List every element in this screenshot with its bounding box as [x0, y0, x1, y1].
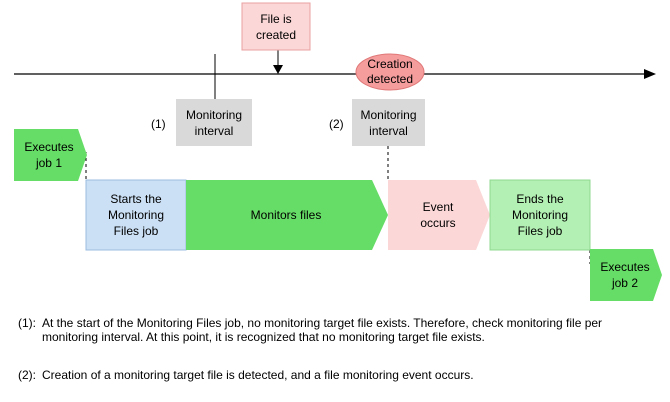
starts-job-label: Starts the Monitoring Files job [107, 192, 165, 238]
interval-1-tag: (1) [151, 117, 166, 131]
note-2-tag: (2): [18, 368, 36, 382]
event-occurs-shape [388, 180, 490, 250]
interval-2-label: Monitoring interval [360, 107, 417, 138]
creation-detected-label: Creation detected [366, 57, 414, 86]
file-created-arrowhead [273, 65, 283, 74]
event-occurs-label: Event occurs [420, 200, 456, 230]
executes-job1-label: Executes job 1 [24, 140, 74, 170]
note-1: (1): At the start of the Monitoring File… [18, 316, 658, 344]
file-created-box [241, 2, 311, 51]
note-1-tag: (1): [18, 316, 36, 330]
interval-1-label: Monitoring interval [185, 107, 243, 138]
file-created-label: File is created [255, 11, 297, 42]
interval-2-box [352, 99, 425, 146]
ends-job-box [489, 179, 591, 251]
interval-1-box [176, 99, 252, 146]
executes-job2-shape [590, 249, 662, 301]
monitors-files-label: Monitors files [250, 208, 322, 222]
note-1-text: At the start of the Monitoring Files job… [42, 316, 603, 344]
monitors-files-shape [186, 180, 388, 250]
executes-job1-shape [14, 129, 87, 181]
timeline-arrowhead [644, 69, 656, 79]
ends-job-label: Ends the Monitoring Files job [511, 192, 569, 238]
creation-detected-ellipse [355, 53, 425, 91]
executes-job2-label: Executes job 2 [600, 260, 650, 290]
interval-2-tag: (2) [329, 117, 344, 131]
note-2-text: Creation of a monitoring target file is … [42, 368, 474, 382]
note-2: (2): Creation of a monitoring target fil… [18, 368, 658, 382]
